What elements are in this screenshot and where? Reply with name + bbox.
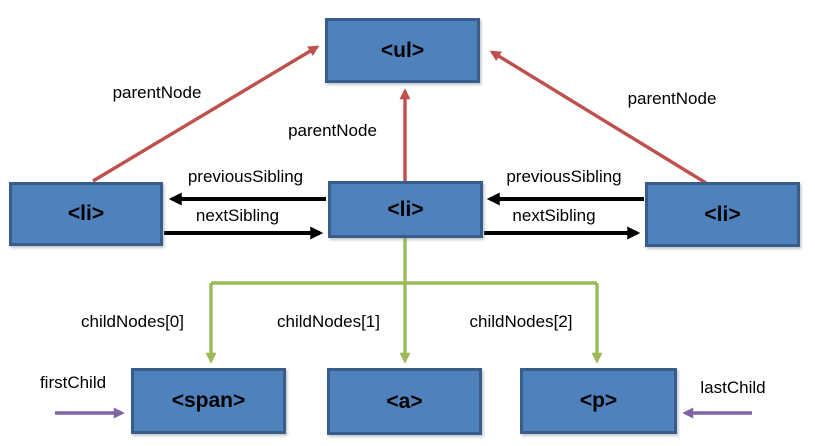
edge-label-childnodes2: childNodes[2] [469,312,573,331]
edge-label-childnodes0: childNodes[0] [80,312,184,331]
node-li-middle: <li> [328,181,483,238]
edge-label-previoussibling-left: previousSibling [187,167,304,186]
node-ul: <ul> [325,18,480,83]
node-li-left: <li> [9,182,163,246]
node-li-right: <li> [645,182,800,247]
edge-label-childnodes1: childNodes[1] [276,312,380,331]
node-p: <p> [520,368,677,434]
edge-label-nextsibling-right: nextSibling [512,206,596,225]
edge-label-previoussibling-right: previousSibling [506,167,622,186]
node-span-label: <span> [171,389,246,412]
parentnode-arrow-left [92,45,320,183]
edge-label-parentnode-right: parentNode [627,89,717,108]
node-span: <span> [131,368,286,434]
edge-label-lastchild: lastChild [700,378,766,397]
node-ul-label: <ul> [380,38,425,62]
node-li-right-label: <li> [704,202,741,226]
node-li-left-label: <li> [67,202,105,225]
edge-label-parentnode-middle: parentNode [288,121,377,140]
node-li-middle-label: <li> [387,197,424,221]
edge-label-firstchild: firstChild [39,373,107,392]
node-a: <a> [327,368,482,435]
edge-label-nextsibling-left: nextSibling [195,206,280,225]
node-p-label: <p> [579,389,618,412]
parentnode-arrow-right [489,50,707,185]
childnodes-branch-line [211,238,597,285]
node-a-label: <a> [386,389,423,413]
edge-label-parentnode-left: parentNode [112,83,202,102]
